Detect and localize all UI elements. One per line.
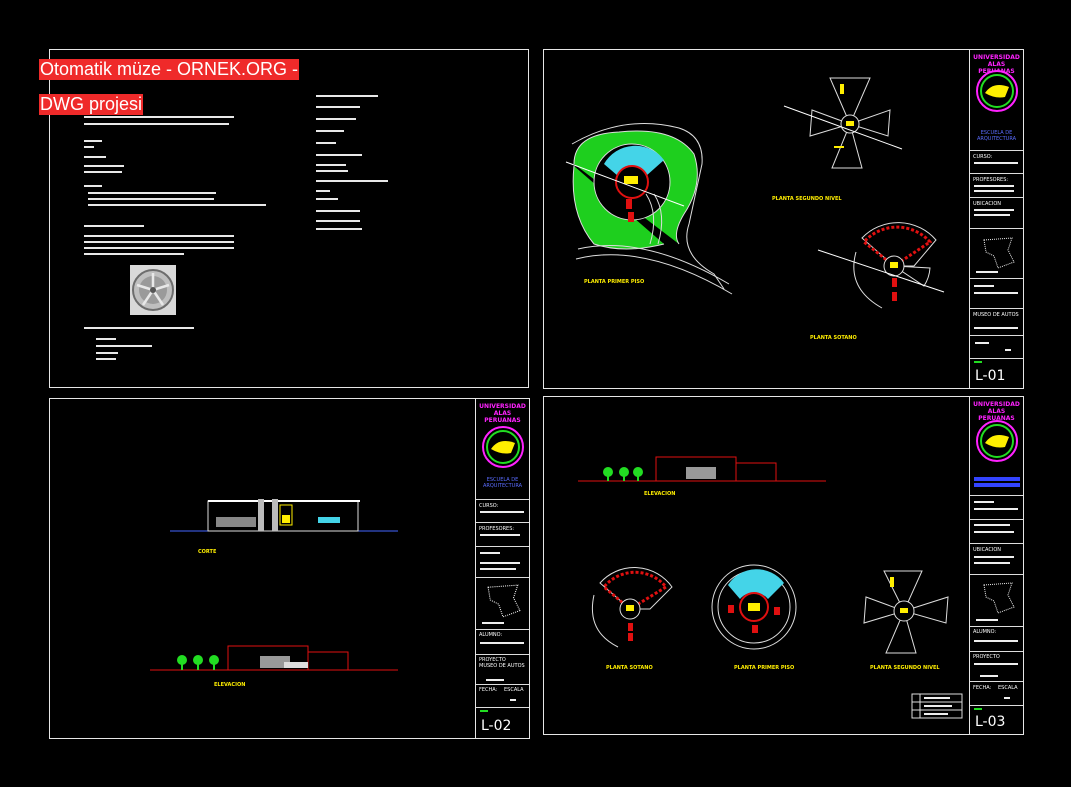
note-line xyxy=(316,95,378,97)
watermark-line-1: Otomatik müze - ORNEK.ORG - xyxy=(39,59,300,80)
curso-label: CURSO: xyxy=(479,503,499,509)
note-line xyxy=(316,180,388,182)
location-map xyxy=(983,237,1015,269)
label-first-floor: PLANTA PRIMER PISO xyxy=(584,279,645,285)
note-line xyxy=(316,130,344,132)
north-arrow-line xyxy=(565,161,685,207)
note-line xyxy=(84,327,194,329)
note-line xyxy=(88,198,214,200)
label-first-floor: PLANTA PRIMER PISO xyxy=(734,665,795,671)
note-line xyxy=(316,142,336,144)
first-floor-site-plan xyxy=(571,123,733,295)
university-logo xyxy=(976,70,1018,112)
label-basement: PLANTA SOTANO xyxy=(606,665,653,671)
note-line xyxy=(316,210,360,212)
sheet-number-accent xyxy=(974,361,982,363)
sheet-number: L-02 xyxy=(481,718,512,734)
sheet-number: L-03 xyxy=(975,714,1006,730)
university-logo xyxy=(976,420,1018,462)
note-line xyxy=(316,220,360,222)
ubicacion-label: UBICACION xyxy=(973,547,1002,553)
note-line xyxy=(84,146,94,148)
note-line xyxy=(84,171,122,173)
faculty-name: ESCUELA DE ARQUITECTURA xyxy=(976,130,1017,142)
note-line xyxy=(84,225,144,227)
note-line xyxy=(84,253,184,255)
alumno-label: ALUMNO: xyxy=(973,629,997,635)
note-line xyxy=(84,241,234,243)
location-map xyxy=(983,582,1015,614)
label-section: CORTE xyxy=(198,549,217,555)
note-line xyxy=(96,345,152,347)
university-name: UNIVERSIDAD ALAS PERUANAS xyxy=(973,401,1020,422)
ubicacion-label: UBICACION xyxy=(973,201,1002,207)
second-level-axis xyxy=(783,105,903,150)
section-drawing xyxy=(170,499,398,532)
note-line xyxy=(84,123,229,125)
label-basement: PLANTA SOTANO xyxy=(810,335,857,341)
profesores-label: PROFESORES: xyxy=(973,177,1009,183)
note-line xyxy=(96,338,116,340)
profesores-label: PROFESORES: xyxy=(479,526,515,532)
curso-label: CURSO: xyxy=(973,154,993,160)
note-line xyxy=(84,116,234,118)
faculty-name: ESCUELA DE ARQUITECTURA xyxy=(482,477,523,489)
title-block: UNIVERSIDAD ALAS PERUANAS UBICACION ALUM… xyxy=(969,397,1023,734)
note-line xyxy=(316,198,338,200)
elevation-drawing xyxy=(578,456,826,482)
university-logo xyxy=(482,426,524,468)
legend-table xyxy=(911,693,963,719)
watermark-line-2: DWG projesi xyxy=(39,94,144,115)
second-level-plan xyxy=(863,570,949,654)
sheet-l01: PLANTA PRIMER PISO PLANTA SEGUNDO NIVEL … xyxy=(543,49,1024,389)
proyecto-label: PROYECTO xyxy=(973,654,1000,660)
sheet-number: L-01 xyxy=(975,368,1006,384)
note-line xyxy=(316,154,362,156)
note-line xyxy=(316,118,356,120)
wheel-rim-image xyxy=(130,265,176,315)
label-elevation: ELEVACION xyxy=(214,682,246,688)
note-line xyxy=(84,156,106,158)
project-name: MUSEO DE AUTOS xyxy=(479,663,525,669)
note-line xyxy=(316,190,330,192)
note-line xyxy=(96,352,118,354)
first-floor-plan xyxy=(711,564,797,650)
title-block: UNIVERSIDAD ALAS PERUANAS ESCUELA DE ARQ… xyxy=(969,50,1023,388)
note-line xyxy=(88,192,216,194)
basement-plan xyxy=(853,222,937,309)
note-line xyxy=(316,228,362,230)
fecha-label: FECHA: xyxy=(973,685,992,691)
note-line xyxy=(316,164,346,166)
fecha-label: FECHA: xyxy=(479,687,498,693)
basement-axis xyxy=(817,249,945,293)
note-line xyxy=(84,185,102,187)
basement-plan xyxy=(591,567,673,648)
note-line xyxy=(84,247,234,249)
note-line xyxy=(88,204,266,206)
note-line xyxy=(316,170,348,172)
label-second-level: PLANTA SEGUNDO NIVEL xyxy=(772,196,842,202)
note-line xyxy=(96,358,116,360)
escala-label: ESCALA xyxy=(998,685,1018,691)
note-line xyxy=(84,235,234,237)
escala-label: ESCALA xyxy=(504,687,524,693)
sheet-l02: CORTE ELEVACION UNIVERSIDAD ALAS PERUANA… xyxy=(49,398,530,739)
location-map xyxy=(487,584,521,618)
notes-sheet xyxy=(49,49,529,388)
note-line xyxy=(84,140,102,142)
label-second-level: PLANTA SEGUNDO NIVEL xyxy=(870,665,940,671)
title-block: UNIVERSIDAD ALAS PERUANAS ESCUELA DE ARQ… xyxy=(475,399,529,738)
note-line xyxy=(84,165,124,167)
note-line xyxy=(316,106,360,108)
sheet-l03: ELEVACION PLANTA SOTANO PLANTA PRIMER PI… xyxy=(543,396,1024,735)
elevation-drawing xyxy=(150,645,398,671)
alumno-label: ALUMNO: xyxy=(479,632,503,638)
proyecto-label: PROYECTO xyxy=(479,657,506,663)
university-name: UNIVERSIDAD ALAS PERUANAS xyxy=(479,403,526,424)
project-name: MUSEO DE AUTOS xyxy=(973,312,1019,318)
label-elevation: ELEVACION xyxy=(644,491,676,497)
